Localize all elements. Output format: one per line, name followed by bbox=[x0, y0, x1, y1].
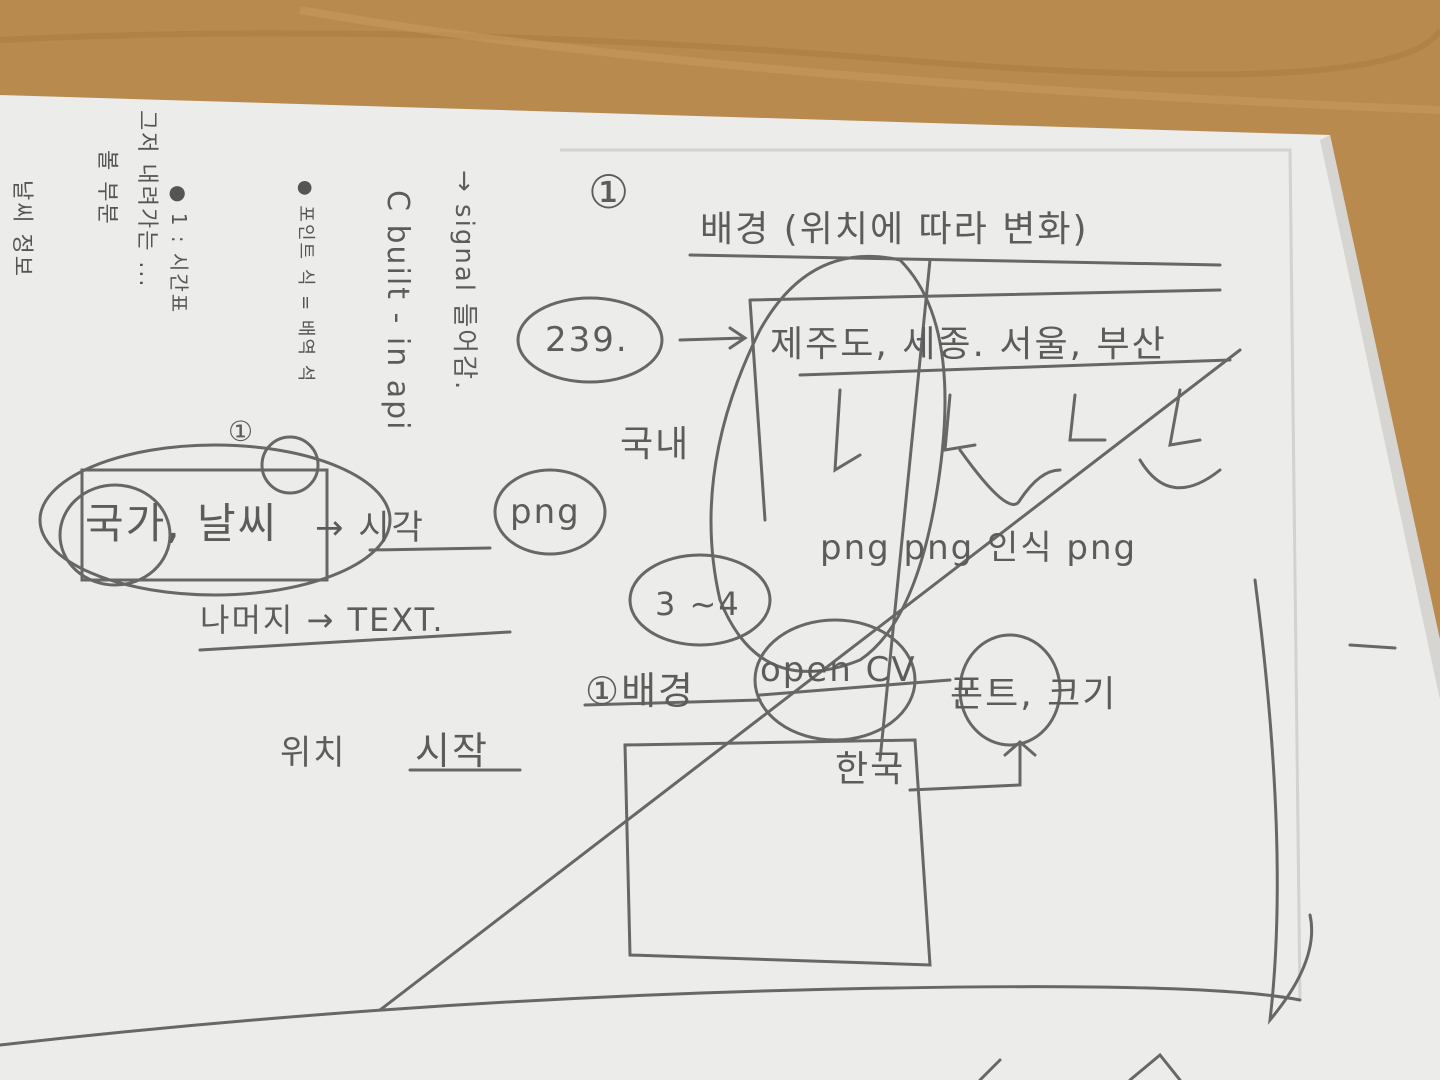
circle-three bbox=[628, 553, 772, 647]
font-size-text: 폰트, 크기 bbox=[950, 674, 1118, 715]
circle-font bbox=[958, 633, 1062, 747]
margin-note-lines: ● 1 : 시간표 bbox=[166, 185, 195, 314]
wood-grain bbox=[299, 6, 1440, 114]
side-dash bbox=[1348, 643, 1397, 650]
png-left-text: png bbox=[510, 492, 581, 532]
bottom-line bbox=[0, 985, 1302, 1047]
arrow-239 bbox=[678, 326, 748, 350]
circle-num-big: ① bbox=[588, 165, 632, 219]
korean-arrow bbox=[908, 740, 1037, 792]
down-arrow-2 bbox=[943, 393, 977, 452]
margin-api-1: C built - in api bbox=[380, 190, 415, 432]
opencv-text: open CV bbox=[760, 650, 917, 690]
underline-bg bbox=[688, 253, 1222, 267]
circle-small-arrow bbox=[260, 435, 320, 495]
big-loop bbox=[709, 254, 947, 673]
box-country-weather-text: 국가, 날씨 bbox=[85, 499, 279, 548]
cities-text: 제주도, 세종. 서울, 부산 bbox=[770, 324, 1167, 365]
down-arrow-1 bbox=[833, 388, 862, 473]
position-label: 위치 bbox=[280, 733, 347, 773]
margin-line: 날씨 정보 bbox=[9, 180, 34, 278]
diagonal-line bbox=[378, 348, 1242, 1012]
bottom-text-strokes bbox=[978, 1052, 1182, 1080]
diagonal-line-2 bbox=[878, 258, 932, 762]
start-label: 시작 bbox=[415, 729, 489, 773]
circle-png-left bbox=[493, 468, 607, 556]
wood-grain bbox=[0, 28, 1440, 78]
city-underline bbox=[798, 358, 1232, 377]
margin-api-2: → signal 들어감. bbox=[449, 170, 479, 392]
number-239: 239. bbox=[545, 320, 629, 360]
pencil-strokes bbox=[0, 253, 1397, 1080]
country-text: 국내 bbox=[620, 424, 691, 465]
korean-text: 한국 bbox=[835, 749, 906, 790]
second-sheet-edge bbox=[560, 148, 1302, 1001]
city-box bbox=[748, 288, 1222, 522]
margin-note-lines: 그저 내려가는 ... bbox=[133, 110, 165, 288]
arrow-time-text: → 시각 bbox=[315, 508, 425, 548]
paper-shadow bbox=[1320, 135, 1440, 700]
box-country-weather bbox=[80, 468, 329, 582]
right-bracket bbox=[1253, 578, 1314, 1025]
canvas-box bbox=[623, 738, 932, 967]
margin-line: ● 포인트 식 = 배역 석 bbox=[295, 180, 316, 384]
step1-text: ①배경 bbox=[585, 669, 695, 713]
underline-time bbox=[368, 546, 492, 552]
paper-sheet bbox=[0, 95, 1440, 1080]
three-four-text: 3 ~4 bbox=[655, 585, 741, 623]
down-arrow-4 bbox=[1168, 388, 1202, 447]
circle-239 bbox=[516, 296, 664, 384]
circle-around-box bbox=[38, 443, 392, 597]
circle-num-small: ① bbox=[228, 415, 256, 448]
margin-line: ● 1 : 시간표 bbox=[167, 185, 191, 315]
margin-note-lines: 볼 부분 bbox=[93, 150, 125, 226]
margin-line: 그저 내려가는 ... bbox=[134, 110, 159, 289]
circle-country bbox=[58, 483, 172, 587]
bg-title: 배경 (위치에 따라 변화) bbox=[700, 209, 1089, 250]
underline-step1 bbox=[583, 698, 762, 707]
margin-line: 볼 부분 bbox=[94, 150, 119, 226]
squiggle bbox=[958, 448, 1222, 506]
rest-text: 나머지 → TEXT. bbox=[200, 601, 445, 639]
margin-note-lines: 날씨 정보 bbox=[8, 180, 40, 278]
margin-note-lines: ● 포인트 식 = 배역 석 bbox=[294, 180, 320, 383]
underline-rest bbox=[198, 630, 512, 652]
down-arrow-3 bbox=[1068, 393, 1107, 442]
png-row-text: png png 인식 png bbox=[820, 528, 1138, 568]
